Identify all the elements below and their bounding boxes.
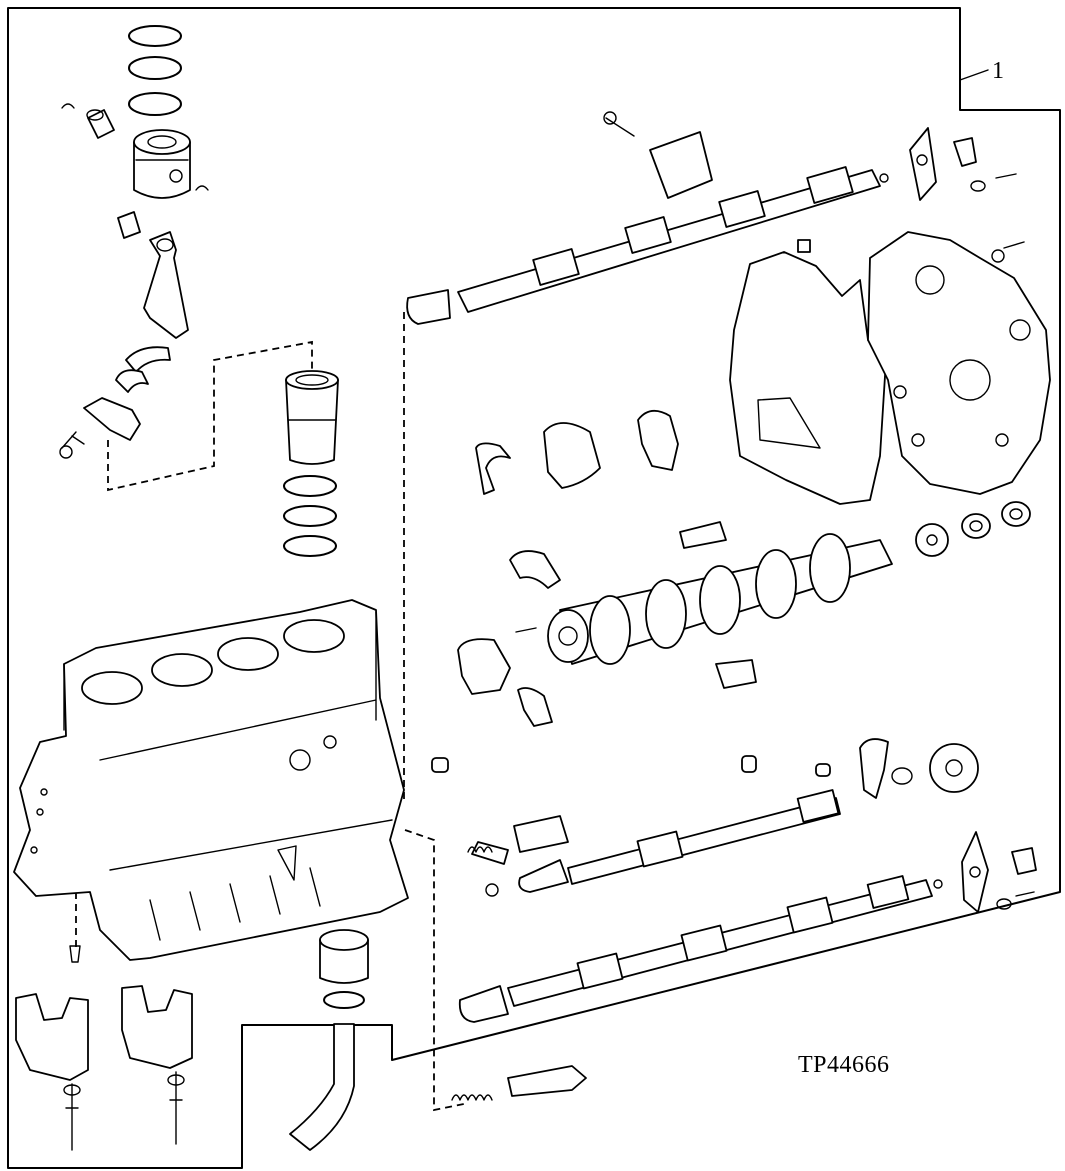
dash-line-camshaft-to-block bbox=[391, 312, 405, 803]
upper-camshaft bbox=[406, 166, 889, 325]
cam-follower-housing bbox=[603, 111, 713, 199]
thrust-bearings bbox=[475, 410, 679, 495]
upper-fittings bbox=[797, 127, 1025, 263]
cylinder-block bbox=[13, 599, 409, 961]
relief-valve-plunger bbox=[451, 846, 587, 1101]
cylinder-liner bbox=[285, 370, 339, 465]
liner-o-rings bbox=[283, 475, 337, 557]
piston-rings bbox=[128, 25, 182, 116]
connecting-rod bbox=[117, 211, 189, 339]
callout-leader-line bbox=[959, 69, 989, 81]
main-bearing-caps bbox=[15, 945, 193, 1151]
dash-line-bottom bbox=[404, 829, 465, 1112]
lower-small-parts bbox=[431, 738, 979, 799]
piston-pin bbox=[61, 103, 209, 191]
piston bbox=[133, 129, 191, 199]
rod-bearing-shells bbox=[59, 346, 171, 459]
kit-boundary-outline bbox=[7, 7, 1061, 1169]
lower-camshaft-1 bbox=[471, 789, 841, 897]
callout-number: 1 bbox=[992, 58, 1004, 84]
front-plate-gasket bbox=[729, 251, 887, 505]
front-plate bbox=[867, 231, 1051, 495]
oil-pickup-tube bbox=[289, 929, 369, 1151]
crank-bearing-shells bbox=[457, 521, 757, 727]
crankshaft bbox=[547, 533, 893, 665]
lower-camshaft-2 bbox=[458, 875, 943, 1023]
reference-code: TP44666 bbox=[798, 1052, 890, 1078]
crank-gear bbox=[915, 501, 1031, 557]
dash-line-bearing-to-liner bbox=[107, 340, 313, 492]
lower-right-fittings bbox=[961, 831, 1037, 913]
